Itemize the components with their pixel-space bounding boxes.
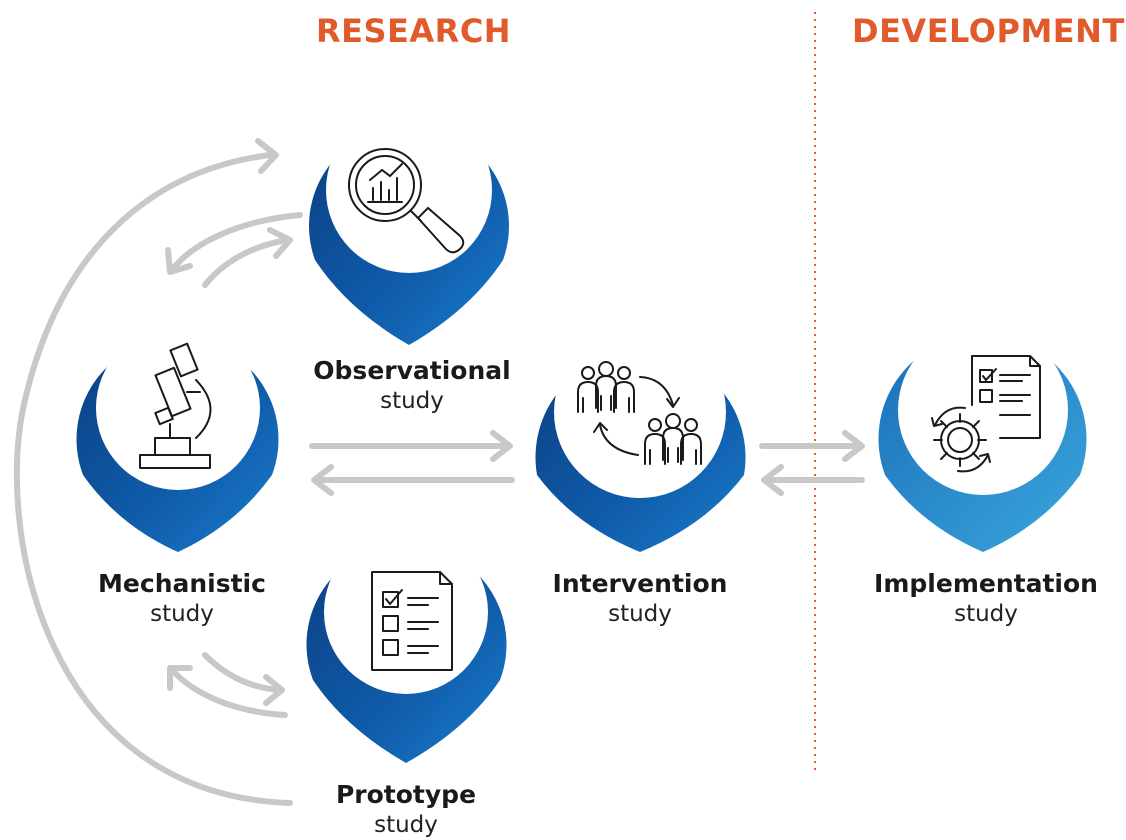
- implementation-pin: [878, 325, 1087, 552]
- mechanistic-title: Mechanistic: [98, 569, 266, 598]
- arrow-intervention-to-mechanistic: [311, 464, 515, 496]
- observational-pin: [309, 107, 509, 345]
- implementation-subtitle: study: [954, 601, 1018, 627]
- arrow-implementation-to-intervention: [761, 464, 865, 496]
- microscope-icon: [139, 342, 212, 469]
- mechanistic-subtitle: study: [150, 601, 214, 627]
- intervention-subtitle: study: [608, 601, 672, 627]
- mechanistic-label: Mechanistic study: [98, 568, 266, 629]
- checklist-gear-icon: [931, 355, 1041, 473]
- arrow-observational-to-mechanistic: [165, 212, 303, 275]
- arrow-intervention-to-implementation: [759, 430, 865, 462]
- magnifier-chart-icon: [348, 148, 465, 254]
- arrow-prototype-to-mechanistic: [167, 665, 288, 718]
- observational-label: Observational study: [313, 355, 510, 416]
- checklist-icon: [371, 571, 453, 671]
- outer-feedback-arrow: [13, 138, 293, 806]
- intervention-label: Intervention study: [553, 568, 728, 629]
- implementation-title: Implementation: [874, 569, 1098, 598]
- prototype-pin: [306, 530, 507, 763]
- observational-title: Observational: [313, 356, 511, 385]
- prototype-subtitle: study: [374, 812, 438, 838]
- groups-cycle-icon: [577, 361, 702, 465]
- implementation-label: Implementation study: [874, 568, 1098, 629]
- arrow-mechanistic-to-observational: [202, 227, 293, 288]
- intervention-pin: [535, 326, 746, 552]
- arrow-mechanistic-to-prototype: [202, 652, 285, 706]
- research-heading: RESEARCH: [316, 12, 512, 50]
- prototype-label: Prototype study: [336, 779, 476, 840]
- arrow-mechanistic-to-intervention: [309, 430, 513, 462]
- observational-subtitle: study: [380, 388, 444, 414]
- mechanistic-pin: [76, 326, 279, 552]
- prototype-title: Prototype: [335, 780, 477, 809]
- intervention-title: Intervention: [552, 569, 728, 598]
- development-heading: DEVELOPMENT: [852, 12, 1125, 50]
